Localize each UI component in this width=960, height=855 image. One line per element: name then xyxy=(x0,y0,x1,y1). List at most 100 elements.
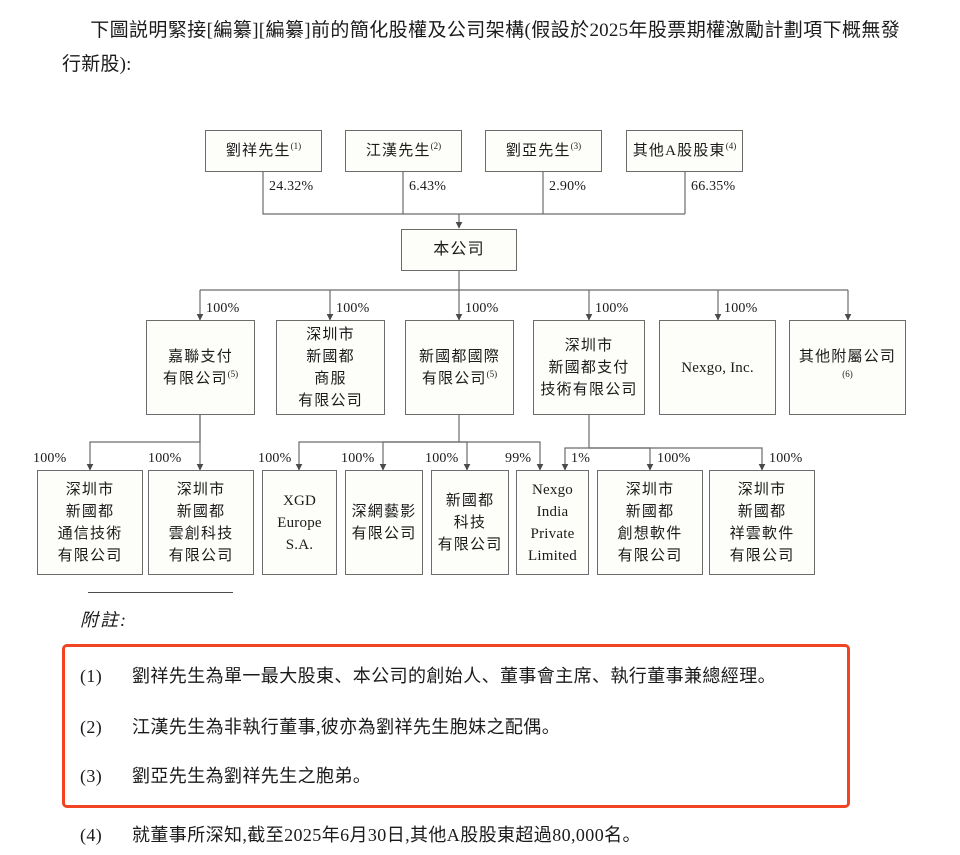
footnote-item-2: (2) 江漢先生為非執行董事,彼亦為劉祥先生胞妹之配偶。 xyxy=(80,712,560,742)
edge-label-t1-100: 100% xyxy=(33,451,67,466)
edge-label-s4-100: 100% xyxy=(595,301,629,316)
node-line-1: Nexgo, Inc. xyxy=(681,359,754,376)
edge-label-s3-100: 100% xyxy=(465,301,499,316)
node-shenzhen-xgd-chuangxiang: 深圳市 新國都 創想軟件 有限公司 xyxy=(597,470,703,575)
node-line-3: 祥雲軟件 xyxy=(729,525,795,542)
edge-label-66-35: 66.35% xyxy=(691,179,736,194)
footnote-number: (4) xyxy=(80,825,103,845)
node-line-1: 深圳市 xyxy=(625,481,675,498)
footnote-item-4: (4) 就董事所深知,截至2025年6月30日,其他A股股東超過80,000名。 xyxy=(80,820,641,850)
node-xgd-technology: 新國都 科技 有限公司 xyxy=(431,470,509,575)
node-line-1: 新國都國際 xyxy=(418,348,500,365)
footnote-marker: (5) xyxy=(486,368,498,379)
highlight-annotation-box xyxy=(62,644,850,808)
node-shareholder-jianghan: 江漢先生(2) xyxy=(345,130,462,172)
footnote-number: (2) xyxy=(80,717,103,737)
node-xgd-europe: XGD Europe S.A. xyxy=(262,470,337,575)
edge-label-t4-100: 100% xyxy=(341,451,375,466)
node-line-2: 有限公司 xyxy=(351,525,417,542)
node-line-3: 創想軟件 xyxy=(617,525,683,542)
node-line-4: 有限公司 xyxy=(57,547,123,564)
node-line-3: 商服 xyxy=(314,370,347,387)
node-shenwang-yiying: 深網藝影 有限公司 xyxy=(345,470,423,575)
footnote-text: 江漢先生為非執行董事,彼亦為劉祥先生胞妹之配偶。 xyxy=(132,717,561,737)
node-line-2: 新國都 xyxy=(65,503,115,520)
node-line-2: Europe xyxy=(277,514,322,531)
node-line-2: 新國都 xyxy=(625,503,675,520)
edge-label-s2-100: 100% xyxy=(336,301,370,316)
footnotes-heading: 附註: xyxy=(80,610,128,630)
node-line-3: 通信技術 xyxy=(57,525,123,542)
edge-label-24-32: 24.32% xyxy=(269,179,314,194)
edge-label-2-90: 2.90% xyxy=(549,179,587,194)
node-nexgo-india: Nexgo India Private Limited xyxy=(516,470,589,575)
node-line-4: 有限公司 xyxy=(298,392,363,409)
edge-label-6-43: 6.43% xyxy=(409,179,447,194)
node-line-1: 其他附屬公司 xyxy=(798,348,897,365)
footnote-divider-rule xyxy=(88,592,233,593)
node-line-2: India xyxy=(536,503,569,520)
node-line-3: 有限公司 xyxy=(437,536,503,553)
node-line-2: 新國都 xyxy=(737,503,787,520)
footnote-item-3: (3) 劉亞先生為劉祥先生之胞弟。 xyxy=(80,761,371,791)
node-label: 江漢先生 xyxy=(365,143,431,159)
node-label: 其他A股股東 xyxy=(632,143,726,159)
node-line-2: 有限公司 xyxy=(421,370,487,387)
edge-label-s5-100: 100% xyxy=(724,301,758,316)
node-line-1: Nexgo xyxy=(531,481,573,498)
node-line-1: 嘉聯支付 xyxy=(168,348,233,365)
node-line-3: 雲創科技 xyxy=(168,525,234,542)
footnote-marker: (3) xyxy=(570,141,582,151)
node-line-4: 有限公司 xyxy=(168,547,234,564)
footnote-marker: (1) xyxy=(290,141,302,151)
node-line-1: 深網藝影 xyxy=(351,503,417,520)
footnote-marker: (2) xyxy=(430,141,442,151)
node-line-1: 深圳市 xyxy=(306,326,355,343)
node-nexgo-inc: Nexgo, Inc. xyxy=(659,320,776,415)
node-shareholder-liuxiang: 劉祥先生(1) xyxy=(205,130,322,172)
node-other-subsidiaries: 其他附屬公司(6) xyxy=(789,320,906,415)
node-line-1: 深圳市 xyxy=(737,481,787,498)
edge-label-t3-100: 100% xyxy=(258,451,292,466)
edge-label-t5-100: 100% xyxy=(425,451,459,466)
node-line-1: XGD xyxy=(282,492,317,509)
node-line-2: 科技 xyxy=(453,514,487,531)
node-shareholder-other-a-shares: 其他A股股東(4) xyxy=(626,130,743,172)
footnote-item-1: (1)劉祥先生為單一最大股東、本公司的創始人、董事會主席、執行董事兼總經理。 xyxy=(80,661,776,691)
edge-label-t8-100: 100% xyxy=(769,451,803,466)
node-shenzhen-xgd-yunchuang: 深圳市 新國都 雲創科技 有限公司 xyxy=(148,470,254,575)
node-line-3: Private xyxy=(530,525,575,542)
node-line-1: 深圳市 xyxy=(564,337,614,354)
node-line-3: 技術有限公司 xyxy=(540,381,638,398)
node-line-4: 有限公司 xyxy=(617,547,683,564)
edge-label-s1-100: 100% xyxy=(206,301,240,316)
node-label: 劉亞先生 xyxy=(505,143,571,159)
node-shenzhen-xgd-xiangyun: 深圳市 新國都 祥雲軟件 有限公司 xyxy=(709,470,815,575)
footnote-text: 就董事所深知,截至2025年6月30日,其他A股股東超過80,000名。 xyxy=(132,825,641,845)
edge-label-t6-1: 1% xyxy=(571,451,591,466)
node-line-2: 新國都 xyxy=(306,348,355,365)
intro-paragraph: 下圖説明緊接[編纂][編纂]前的簡化股權及公司架構(假設於2025年股票期權激勵… xyxy=(62,14,900,82)
footnote-text: 劉祥先生為單一最大股東、本公司的創始人、董事會主席、執行董事兼總經理。 xyxy=(132,666,776,686)
edge-label-t2-100: 100% xyxy=(148,451,182,466)
node-line-1: 深圳市 xyxy=(176,481,226,498)
node-line-4: 有限公司 xyxy=(729,547,795,564)
footnote-marker: (5) xyxy=(227,368,239,379)
node-xgd-international: 新國都國際 有限公司(5) xyxy=(405,320,514,415)
node-shenzhen-xgd-payment-tech: 深圳市 新國都支付 技術有限公司 xyxy=(533,320,645,415)
intro-text: 下圖説明緊接[編纂][編纂]前的簡化股權及公司架構(假設於2025年股票期權激勵… xyxy=(62,20,900,75)
edge-label-t7-100: 100% xyxy=(657,451,691,466)
node-shenzhen-xgd-communication: 深圳市 新國都 通信技術 有限公司 xyxy=(37,470,143,575)
footnote-number: (3) xyxy=(80,766,103,786)
node-label: 本公司 xyxy=(433,241,485,258)
node-line-4: Limited xyxy=(528,547,577,564)
node-line-2: 有限公司 xyxy=(162,370,228,387)
node-line-1: 新國都 xyxy=(445,492,495,509)
edge-label-t6-99: 99% xyxy=(505,451,532,466)
node-line-3: S.A. xyxy=(285,536,314,553)
footnote-text: 劉亞先生為劉祥先生之胞弟。 xyxy=(132,766,372,786)
node-jialian-payment: 嘉聯支付 有限公司(5) xyxy=(146,320,255,415)
node-shareholder-liuya: 劉亞先生(3) xyxy=(485,130,602,172)
footnote-marker: (4) xyxy=(725,141,737,151)
node-shenzhen-xgd-shangfu: 深圳市 新國都 商服 有限公司 xyxy=(276,320,385,415)
